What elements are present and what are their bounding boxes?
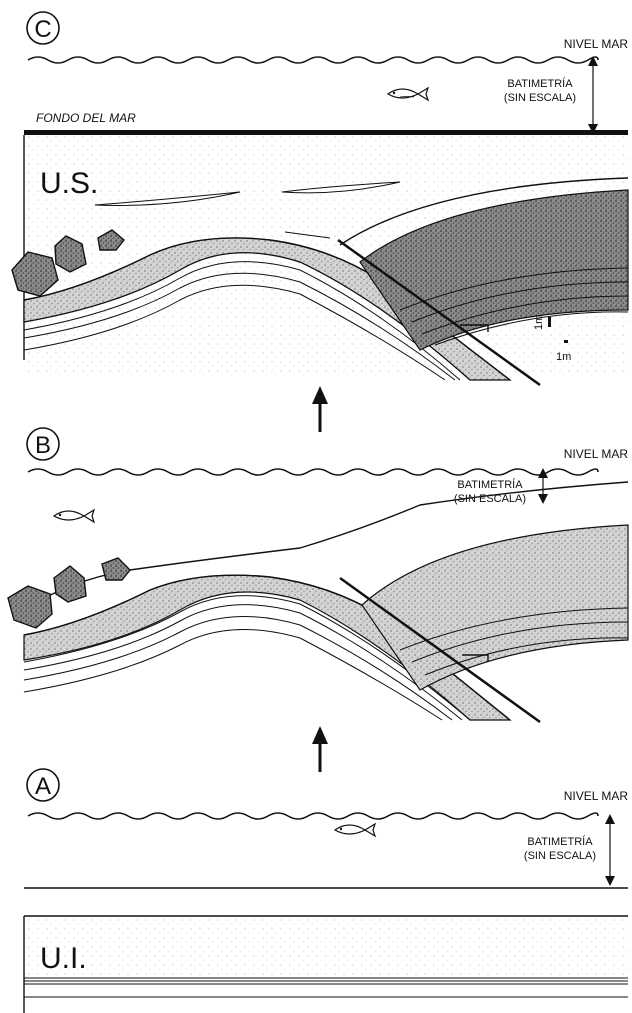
fish-icon: [54, 510, 94, 522]
panel-b-badge: B: [27, 428, 59, 460]
panel-c: C NIVEL MAR BATIMETRÍA (SIN ESCALA) FOND…: [12, 12, 628, 432]
scale-horizontal-label: 1m: [556, 351, 571, 363]
unit-upper-label: U.S.: [40, 167, 98, 200]
panel-a-badge: A: [27, 769, 59, 801]
bathymetry-label: BATIMETRÍA: [457, 478, 523, 491]
bathymetry-note: (SIN ESCALA): [504, 92, 576, 104]
sea-level-label: NIVEL MAR: [564, 37, 629, 51]
sea-level-label: NIVEL MAR: [564, 789, 629, 803]
seafloor-line: [24, 130, 628, 135]
scale-vertical-label: 1m: [533, 315, 545, 330]
fish-icon: [388, 88, 428, 100]
fish-icon: [335, 824, 375, 836]
wave-icon: [28, 57, 598, 63]
panel-c-badge: C: [27, 12, 59, 44]
panel-c-letter: C: [34, 16, 51, 43]
sea-level-label: NIVEL MAR: [564, 447, 629, 461]
panel-a: A NIVEL MAR BATIMETRÍA (SIN ESCALA) U.I.: [24, 769, 628, 1013]
panel-b-letter: B: [35, 432, 51, 459]
seafloor-label: FONDO DEL MAR: [36, 111, 136, 125]
panel-b: B NIVEL MAR BATIMETRÍA (SIN ESCALA): [8, 428, 628, 772]
panel-a-letter: A: [35, 773, 51, 800]
unit-lower-label: U.I.: [40, 942, 87, 975]
bathymetry-label: BATIMETRÍA: [507, 77, 573, 90]
wave-icon: [28, 469, 598, 475]
wave-icon: [28, 813, 598, 819]
bathymetry-note: (SIN ESCALA): [524, 850, 596, 862]
bathymetry-label: BATIMETRÍA: [527, 835, 593, 848]
